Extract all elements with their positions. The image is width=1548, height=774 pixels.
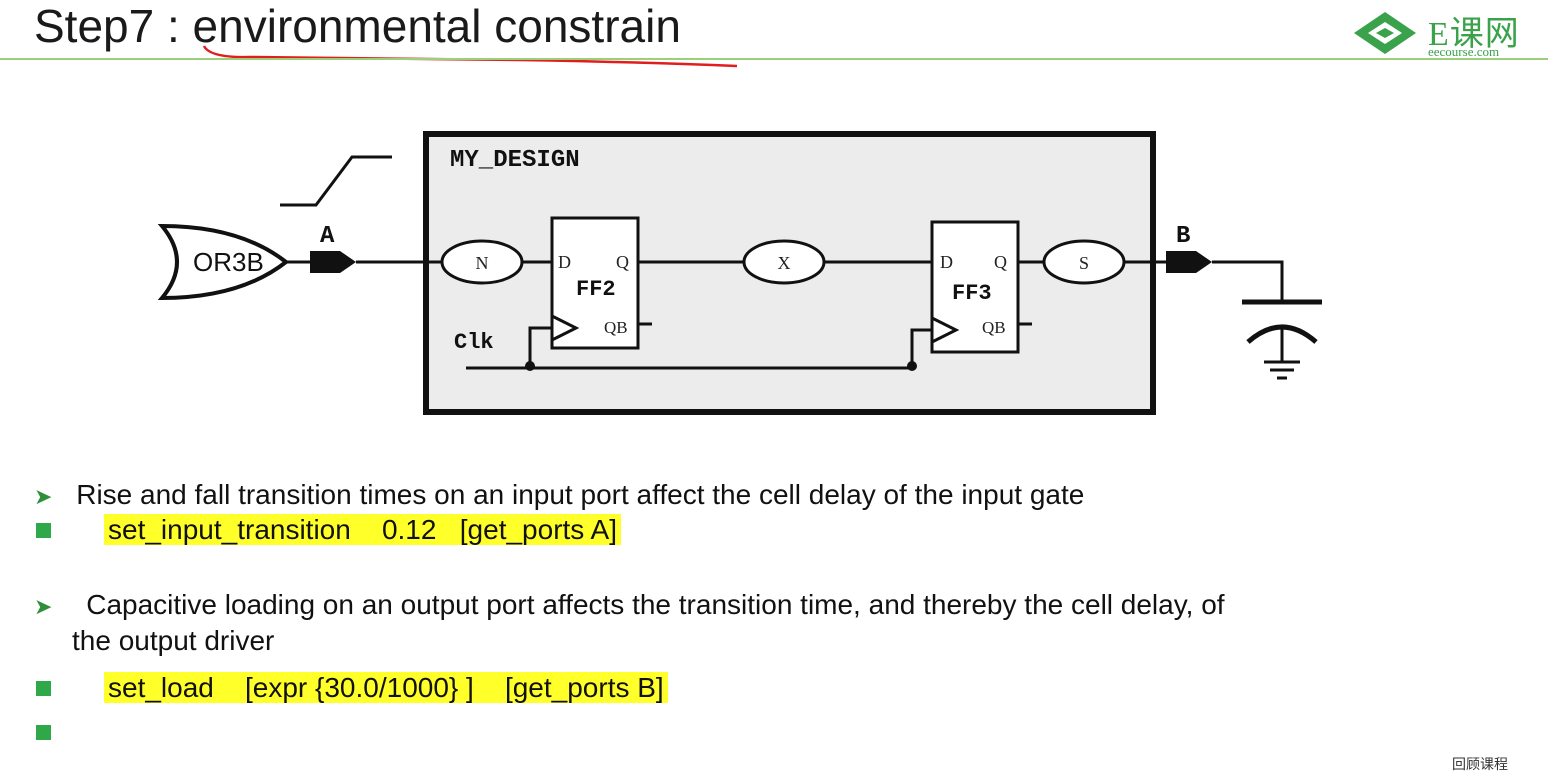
port-b-icon [1166,251,1212,273]
node-x-label: X [778,253,791,273]
svg-text:Q: Q [994,252,1007,272]
corner-watermark: 回顾课程 [1452,756,1508,772]
svg-text:QB: QB [604,318,628,337]
bullet-3: ➤ Capacitive loading on an output port a… [34,589,1225,620]
logo-site: eecourse.com [1428,44,1500,59]
transition-waveform [280,155,392,207]
title-divider [0,58,1548,60]
red-underline [202,45,738,68]
or3b-label: OR3B [193,247,264,277]
node-s-label: S [1079,253,1089,273]
svg-text:QB: QB [982,318,1006,337]
square-bullet-icon [36,725,51,740]
ff3-label: FF3 [952,281,992,306]
node-n-label: N [476,253,489,273]
ff2-label: FF2 [576,277,616,302]
slide-title: Step7 : environmental constrain [34,0,681,52]
load-capacitor-icon [1242,299,1322,380]
port-a-label: A [320,223,335,250]
svg-text:Q: Q [616,252,629,272]
ff3-box [930,220,1020,354]
svg-text:D: D [558,252,571,272]
ff2-box [550,216,640,350]
port-b-label: B [1176,223,1190,250]
clk-label: Clk [454,330,494,355]
or3b-gate [157,223,290,301]
port-a-icon [310,251,356,273]
bullet-1: ➤ Rise and fall transition times on an i… [34,479,1085,510]
square-bullet-icon [36,523,51,538]
arrow-bullet-icon: ➤ [34,484,53,509]
bullet-4: set_load [expr {30.0/1000} ] [get_ports … [104,671,668,705]
diamond-logo-icon [1354,12,1416,54]
design-label: MY_DESIGN [450,147,580,174]
bullet-2: set_input_transition 0.12 [get_ports A] [104,513,621,547]
arrow-bullet-icon: ➤ [34,594,53,619]
command-set-load: set_load [expr {30.0/1000} ] [get_ports … [104,672,668,703]
bullet-3-continued: the output driver [72,625,275,656]
eecourse-logo: E课网 eecourse.com [1350,8,1540,59]
svg-text:D: D [940,252,953,272]
logo-name: E课网 [1428,16,1520,53]
square-bullet-icon [36,681,51,696]
circuit-diagram: MY_DESIGN OR3B A N D Q FF2 QB X D Q FF3 … [157,131,1322,415]
command-set-input-transition: set_input_transition 0.12 [get_ports A] [104,514,621,545]
